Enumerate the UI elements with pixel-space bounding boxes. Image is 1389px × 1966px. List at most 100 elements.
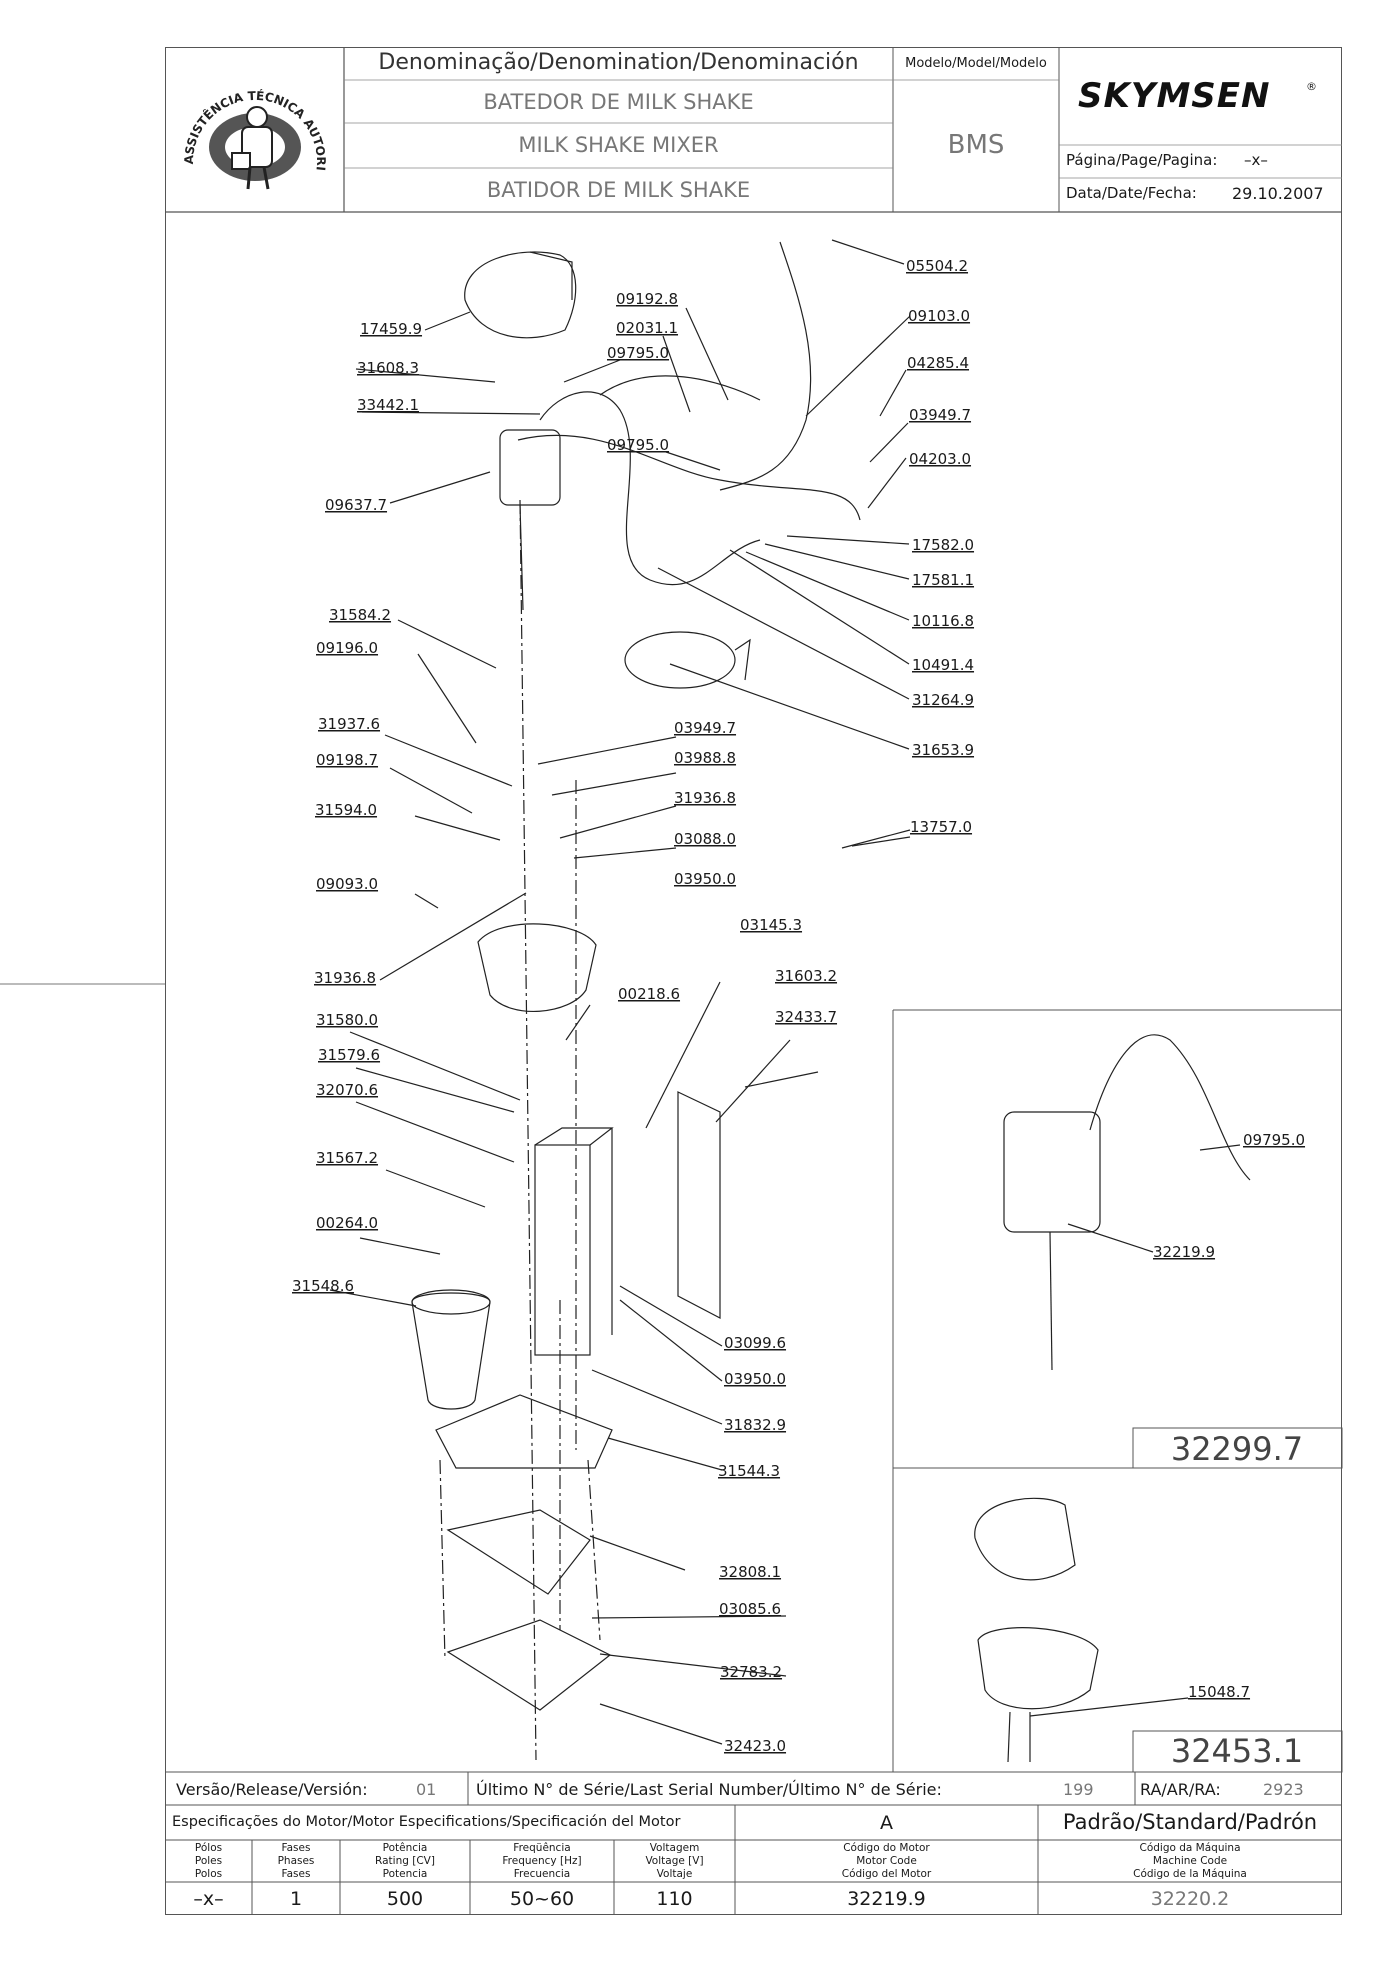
- inset-part-label-15048-7: 15048.7: [1188, 1683, 1250, 1701]
- page-label: Página/Page/Pagina:: [1066, 151, 1218, 169]
- part-label-09795-0-upper: 09795.0: [607, 344, 669, 362]
- col-head-voltage-pt: Voltagem: [649, 1842, 700, 1854]
- part-label-33442-1: 33442.1: [357, 396, 419, 414]
- model-value: BMS: [947, 130, 1005, 160]
- part-label-31579-6: 31579.6: [318, 1046, 380, 1064]
- part-label-31653-9: 31653.9: [912, 741, 974, 759]
- part-label-03949-7-upper: 03949.7: [909, 406, 971, 424]
- part-label-09093-0: 09093.0: [316, 875, 378, 893]
- col-head-poles-en: Poles: [194, 1855, 223, 1867]
- ra-value: 2923: [1263, 1780, 1304, 1799]
- part-label-31584-2: 31584.2: [329, 606, 391, 624]
- part-label-03085-6: 03085.6: [719, 1600, 781, 1618]
- part-label-31937-6: 31937.6: [318, 715, 380, 733]
- col-head-machine-code-pt: Código da Máquina: [1139, 1842, 1241, 1854]
- part-label-04285-4: 04285.4: [907, 354, 969, 372]
- part-label-03949-7-lower: 03949.7: [674, 719, 736, 737]
- part-label-03988-8: 03988.8: [674, 749, 736, 767]
- standard-label: Padrão/Standard/Padrón: [1062, 1810, 1318, 1834]
- part-label-09198-7: 09198.7: [316, 751, 378, 769]
- brand-logo: SKYMSEN ®: [1078, 76, 1318, 116]
- col-head-machine-code-es: Código de la Máquina: [1133, 1868, 1247, 1880]
- part-label-31594-0: 31594.0: [315, 801, 377, 819]
- part-label-31264-9: 31264.9: [912, 691, 974, 709]
- col-head-frequency-pt: Freqüência: [513, 1842, 571, 1854]
- part-label-31832-9: 31832.9: [724, 1416, 786, 1434]
- part-label-04203-0: 04203.0: [909, 450, 971, 468]
- part-label-31608-3: 31608.3: [357, 359, 419, 377]
- product-name-en: MILK SHAKE MIXER: [518, 133, 719, 157]
- value-poles: –x–: [193, 1888, 224, 1910]
- col-head-motor-code-pt: Código do Motor: [843, 1842, 930, 1854]
- part-label-09637-7: 09637.7: [325, 496, 387, 514]
- col-head-motor-code-en: Motor Code: [856, 1855, 917, 1867]
- part-label-17582-0: 17582.0: [912, 536, 974, 554]
- version-label: Versão/Release/Versión:: [176, 1780, 368, 1799]
- serial-value: 199: [1063, 1780, 1094, 1799]
- value-machine-code: 32220.2: [1150, 1888, 1230, 1910]
- value-motor-code: 32219.9: [847, 1888, 926, 1910]
- col-head-power-es: Potencia: [382, 1868, 428, 1880]
- part-label-31936-8-lower: 31936.8: [314, 969, 376, 987]
- drawing-frame: [165, 47, 1342, 1915]
- col-head-power-pt: Potência: [382, 1842, 428, 1854]
- denomination-label: Denominação/Denomination/Denominación: [378, 50, 859, 75]
- authorized-service-seal: ASSISTÊNCIA TÉCNICA AUTORIZADA: [167, 44, 338, 205]
- part-label-31603-2: 31603.2: [775, 967, 837, 985]
- col-head-motor-code-es: Código del Motor: [841, 1868, 932, 1880]
- part-label-32808-1: 32808.1: [719, 1563, 781, 1581]
- part-label-09192-8: 09192.8: [616, 290, 678, 308]
- inset-part-label-32219-9: 32219.9: [1153, 1243, 1215, 1261]
- motor-spec-label: Especificações do Motor/Motor Especifica…: [172, 1814, 681, 1830]
- inset-part-label-09795-0: 09795.0: [1243, 1131, 1305, 1149]
- col-head-phases-es: Fases: [281, 1868, 311, 1880]
- part-label-10116-8: 10116.8: [912, 612, 974, 630]
- ra-label: RA/AR/RA:: [1140, 1780, 1221, 1799]
- part-label-13757-0: 13757.0: [910, 818, 972, 836]
- model-label: Modelo/Model/Modelo: [905, 56, 1047, 71]
- value-phases: 1: [289, 1888, 303, 1910]
- col-head-frequency-en: Frequency [Hz]: [502, 1855, 582, 1867]
- part-label-09795-0-lower: 09795.0: [607, 436, 669, 454]
- col-head-poles-pt: Pólos: [194, 1842, 223, 1854]
- serial-label: Último N° de Série/Last Serial Number/Úl…: [476, 1780, 942, 1799]
- part-label-10491-4: 10491.4: [912, 656, 974, 674]
- part-label-03099-6: 03099.6: [724, 1334, 786, 1352]
- part-label-03950-0-upper: 03950.0: [674, 870, 736, 888]
- col-head-phases-en: Phases: [277, 1855, 315, 1867]
- date-value: 29.10.2007: [1232, 184, 1324, 203]
- part-label-05504-2: 05504.2: [906, 257, 968, 275]
- inset-assembly-code-motor: 32299.7: [1171, 1430, 1303, 1468]
- part-label-32070-6: 32070.6: [316, 1081, 378, 1099]
- col-head-power-en: Rating [CV]: [375, 1855, 435, 1867]
- version-value: 01: [416, 1780, 437, 1799]
- page-value: –x–: [1244, 151, 1268, 169]
- part-label-09196-0: 09196.0: [316, 639, 378, 657]
- part-label-31548-6: 31548.6: [292, 1277, 354, 1295]
- part-label-32433-7: 32433.7: [775, 1008, 837, 1026]
- col-head-poles-es: Polos: [194, 1868, 223, 1880]
- value-voltage: 110: [656, 1888, 693, 1910]
- brand-registered-mark: ®: [1306, 80, 1317, 93]
- value-frequency: 50~60: [509, 1888, 575, 1910]
- part-label-32423-0: 32423.0: [724, 1737, 786, 1755]
- part-label-02031-1: 02031.1: [616, 319, 678, 337]
- part-label-31936-8-upper: 31936.8: [674, 789, 736, 807]
- product-name-es: BATIDOR DE MILK SHAKE: [486, 178, 751, 202]
- brand-name: SKYMSEN: [1078, 76, 1271, 116]
- part-label-17459-9: 17459.9: [360, 320, 422, 338]
- part-label-03088-0: 03088.0: [674, 830, 736, 848]
- part-label-32783-2: 32783.2: [720, 1663, 782, 1681]
- part-label-31567-2: 31567.2: [316, 1149, 378, 1167]
- part-label-00218-6: 00218.6: [618, 985, 680, 1003]
- col-head-voltage-en: Voltage [V]: [645, 1855, 704, 1867]
- value-power: 500: [386, 1888, 424, 1910]
